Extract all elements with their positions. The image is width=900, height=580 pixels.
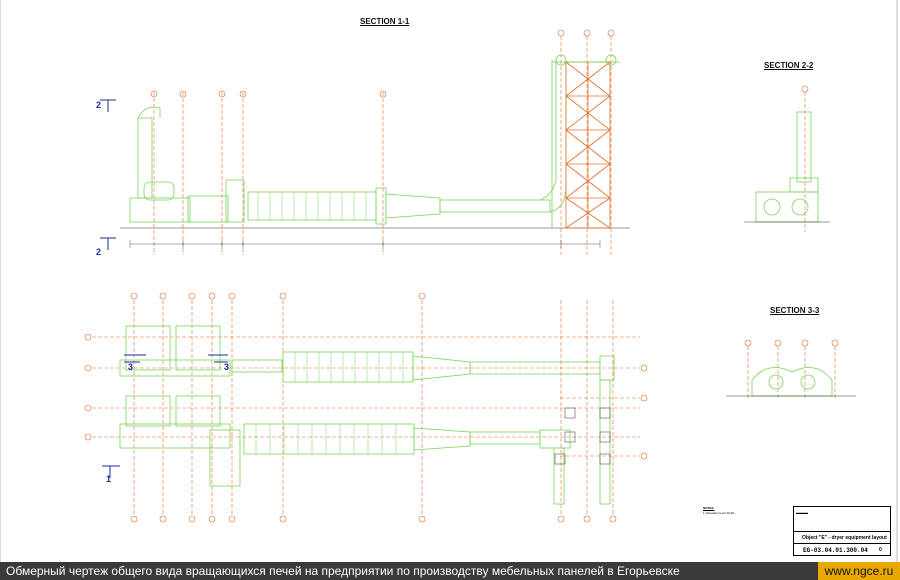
- cut-label-3-left: 3: [128, 362, 133, 372]
- cut-label-3-right: 3: [224, 362, 229, 372]
- drum-ribs-plan: [255, 352, 404, 454]
- axis-lines-plan: [92, 300, 640, 515]
- title-block-divider: [794, 531, 890, 532]
- section-2-2-view: [744, 85, 830, 232]
- company-logo: ▬▬▬: [796, 510, 808, 515]
- section-3-3-view: [726, 339, 856, 400]
- cut-label-1: 1: [106, 474, 111, 484]
- section-title-3-3: SECTION 3-3: [770, 306, 820, 315]
- drawing-revision: 0: [879, 547, 882, 553]
- drum-ribs-elevation: [257, 192, 367, 220]
- section-cut-marks: [100, 99, 228, 478]
- title-block: ▬▬▬ Object "E" - dryer equipment layout …: [793, 506, 891, 556]
- title-block-divider: [794, 543, 890, 544]
- cut-label-2-bottom: 2: [96, 247, 101, 257]
- caption-text: Обмерный чертеж общего вида вращающихся …: [6, 564, 680, 578]
- sheet-frame: [0, 0, 898, 562]
- caption-bar: Обмерный чертеж общего вида вращающихся …: [0, 562, 900, 580]
- axis-lines-elevation: [153, 36, 612, 255]
- tower-top-fans: [552, 54, 620, 66]
- plan-view: [84, 292, 648, 523]
- section-cut-labels: 2 2 3 3 1: [96, 100, 229, 484]
- drawing-object-title: Object "E" - dryer equipment layout: [802, 535, 887, 541]
- notes-block: NOTES: 1. Elevation level ±0,00...: [703, 506, 791, 520]
- dryer-line-plan-upper: [119, 325, 615, 383]
- dryer-line-plan-lower: [119, 379, 611, 505]
- site-url-link[interactable]: www.ngce.ru: [818, 562, 900, 580]
- drawing-canvas: 2 2 3 3 1: [0, 0, 898, 562]
- dimension-line: [129, 240, 601, 248]
- section-1-1-elevation: [120, 29, 630, 255]
- section-title-1-1: SECTION 1-1: [360, 17, 410, 26]
- section-title-2-2: SECTION 2-2: [764, 61, 814, 70]
- notes-text: 1. Elevation level ±0,00...: [703, 511, 737, 515]
- notes-title: NOTES:: [703, 506, 715, 510]
- cut-label-2-top: 2: [96, 100, 101, 110]
- drawing-code: EG-03.04.01.300.04: [803, 547, 868, 554]
- axis-bubbles-plan: [84, 292, 648, 523]
- dryer-line-elevation: [129, 60, 567, 228]
- tower-footprints: [554, 407, 611, 465]
- cyclone-tower: [565, 61, 611, 229]
- axis-bubbles-elevation: [150, 29, 615, 98]
